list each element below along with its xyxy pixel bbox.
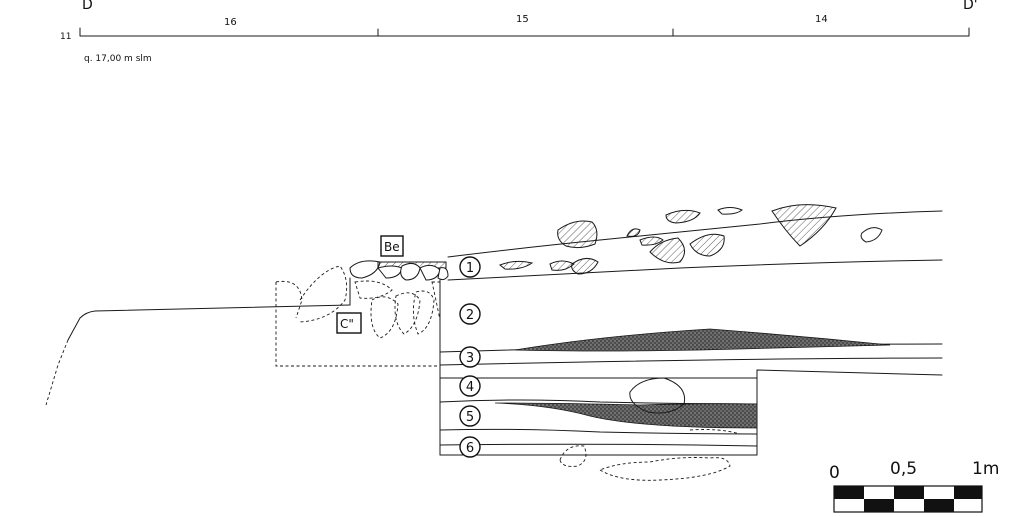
layer-marker-3: 3 [459,346,481,368]
svg-text:3: 3 [466,351,474,366]
layer-3-dark-lens [514,328,891,352]
ground-line [67,304,351,341]
structure-be [275,260,449,367]
cut-outline [275,282,440,367]
ground-line-dashed [45,339,69,406]
label-be: Be [380,235,404,257]
svg-text:4: 4 [466,380,474,395]
stone [626,228,641,237]
pit-outline [629,377,686,414]
stone [499,260,534,270]
svg-text:6: 6 [466,441,474,456]
layer-5-dark-lens [494,402,758,429]
layer-3-base [439,357,943,366]
grid-label-14: 14 [815,14,828,25]
scale-label-0: 0 [829,463,840,483]
svg-text:5: 5 [466,410,474,425]
pit-outline-dashed [559,445,587,467]
ground-surface [45,304,351,406]
stone [665,209,701,224]
stone [689,233,725,257]
layer-marker-6: 6 [459,436,481,458]
dark-deposits [494,328,891,429]
layer-5-base [439,428,758,435]
elevation-label: q. 17,00 m slm [84,54,152,64]
layer-marker-2: 2 [459,303,481,325]
stone-outline-dashed [394,292,421,335]
stone [437,267,449,281]
label-c-text: C" [340,317,354,331]
pit-outline-dashed [598,457,731,481]
svg-text:2: 2 [466,308,474,323]
stone [419,264,441,281]
svg-text:1: 1 [466,261,474,276]
top-surface-line [447,210,943,258]
stone [771,204,837,247]
intrusions [559,377,741,481]
stone [571,258,599,275]
stone-outline-dashed [354,280,393,299]
scale-bar: 0 0,5 1m [829,459,999,513]
reference-baseline [79,27,970,37]
stone [557,220,598,249]
grid-label-16: 16 [224,17,237,28]
stone [860,227,883,243]
layer-6-top [439,443,758,447]
layer-marker-1: 1 [459,256,481,278]
label-be-text: Be [384,240,400,254]
stone [639,236,664,246]
section-end-label: D' [963,0,978,13]
stone [549,260,575,271]
stone [400,262,421,281]
step-line [439,369,943,379]
scale-label-half: 0,5 [890,459,917,479]
cut-outline [275,280,303,319]
grid-row-label: 11 [60,32,71,42]
stone-outline-dashed [370,296,399,339]
stone [349,260,381,279]
scale-label-1m: 1m [972,459,999,479]
layer-marker-4: 4 [459,375,481,397]
stone [717,207,743,215]
grid-label-15: 15 [516,14,529,25]
layer-markers: 1 2 3 4 5 6 [459,256,481,458]
pit-outline-dashed [689,429,741,435]
section-reference-line: D D' 11 16 15 14 q. 17,00 m slm [60,0,978,64]
label-c: C" [336,312,362,334]
layer-1-base [447,259,943,281]
stone-outline-dashed [413,290,435,335]
section-start-label: D [82,0,93,13]
stone [377,265,403,279]
layer-marker-5: 5 [459,405,481,427]
stone-outline-dashed [431,281,441,321]
stones-layer-1 [499,204,883,275]
stone [649,237,685,264]
